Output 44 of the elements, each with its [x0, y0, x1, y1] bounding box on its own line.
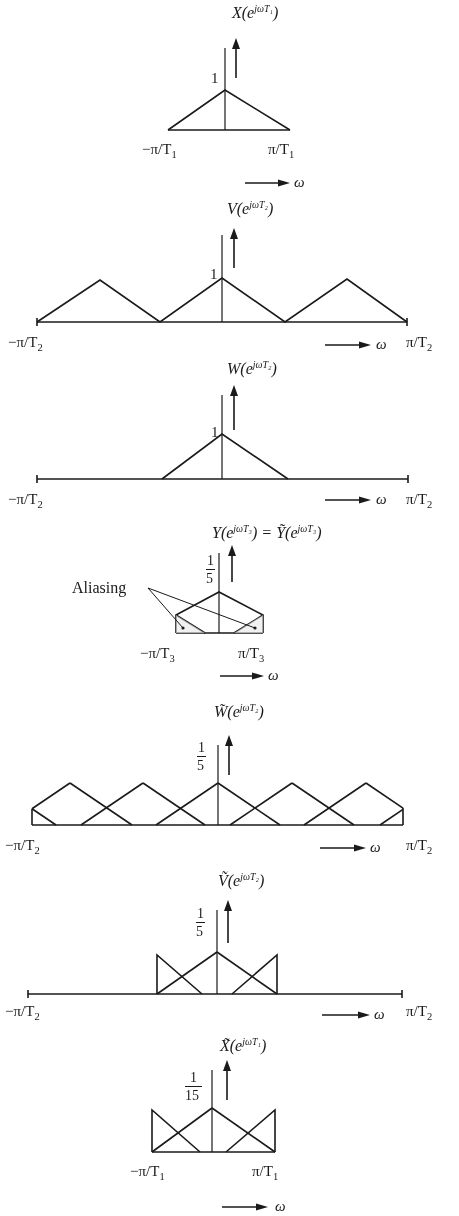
fraction-denominator: 5	[197, 758, 204, 774]
tick-label: −π/T$_{1}$	[130, 1163, 165, 1183]
axis-title: Ṽ(e$^{jωT₂}$)	[218, 872, 265, 890]
axis-title: V(e$^{jωT₂}$)	[227, 200, 274, 218]
fraction-numerator: 1	[196, 906, 205, 924]
axis-label: ω	[376, 336, 387, 353]
leader-line	[147, 587, 185, 630]
tick-label: −π/T$_{2}$	[8, 491, 43, 511]
callout-text: Aliasing	[72, 579, 127, 597]
axis-title: X(e$^{jωT₁}$)	[232, 4, 279, 22]
fraction-numerator: 1	[206, 553, 215, 571]
axis-title: W̃(e$^{jωT₂}$)	[214, 703, 264, 721]
fraction-denominator: 5	[196, 924, 203, 940]
peak-value: 1	[210, 266, 218, 283]
axis-label: ω	[374, 1006, 385, 1023]
fraction-denominator: 5	[206, 571, 213, 587]
axis-title: W(e$^{jωT₂}$)	[227, 360, 277, 378]
tick-label: π/T$_{2}$	[406, 837, 433, 857]
fraction-numerator: 1	[197, 740, 206, 758]
tick-label: −π/T$_{2}$	[5, 837, 40, 857]
tick-label: π/T$_{3}$	[238, 645, 265, 665]
tick-label: −π/T$_{1}$	[142, 141, 177, 161]
aliased-region	[176, 615, 205, 633]
axis-title: Y(e$^{jωT₃}$) = Ỹ(e$^{jωT₃}$)	[212, 524, 322, 542]
tick-label: π/T$_{1}$	[268, 141, 295, 161]
axis-label: ω	[376, 491, 387, 508]
tick-label: π/T$_{1}$	[252, 1163, 279, 1183]
tick-label: −π/T$_{2}$	[5, 1003, 40, 1023]
leader-line	[147, 587, 257, 630]
axis-label: ω	[370, 839, 381, 856]
tick-label: −π/T$_{3}$	[140, 645, 175, 665]
tick-label: π/T$_{2}$	[406, 491, 433, 511]
peak-value: 1	[211, 424, 219, 441]
fraction-denominator: 15	[185, 1088, 199, 1104]
peak-value: 1	[211, 70, 219, 87]
aliased-region	[234, 615, 263, 633]
axis-label: ω	[275, 1198, 286, 1215]
axis-title: X̃(e$^{jωT₁}$)	[220, 1037, 267, 1055]
axis-label: ω	[268, 667, 279, 684]
tick-label: −π/T$_{2}$	[8, 334, 43, 354]
axis-label: ω	[294, 174, 305, 191]
fraction-numerator: 1	[185, 1070, 202, 1088]
tick-label: π/T$_{2}$	[406, 1003, 433, 1023]
tick-label: π/T$_{2}$	[406, 334, 433, 354]
